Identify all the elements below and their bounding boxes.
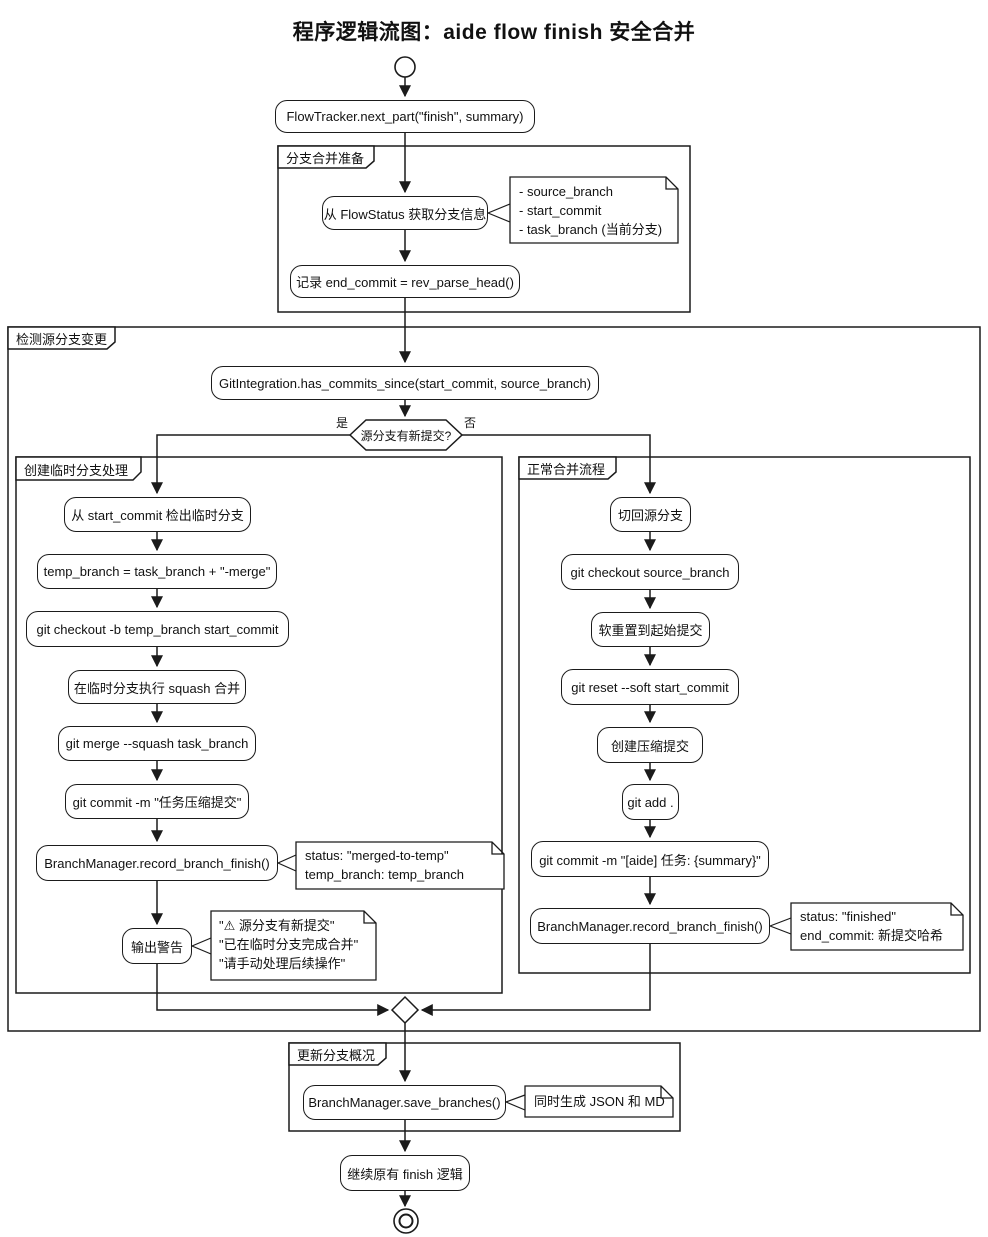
activity-git-checkout-source: git checkout source_branch <box>561 554 739 590</box>
partition-normal-merge-frame <box>518 456 971 974</box>
activity-temp-branch-assign: temp_branch = task_branch + "-merge" <box>37 554 277 589</box>
partition-prepare-frame <box>277 145 691 313</box>
note-line: end_commit: 新提交哈希 <box>800 928 944 943</box>
note-line: - source_branch <box>519 184 613 199</box>
activity-git-reset-soft: git reset --soft start_commit <box>561 669 739 705</box>
activity-get-branch-info: 从 FlowStatus 获取分支信息 <box>322 196 488 230</box>
partition-temp-branch-frame <box>15 456 503 994</box>
activity-squash-on-temp: 在临时分支执行 squash 合并 <box>68 670 246 704</box>
note-branch-info <box>509 176 679 244</box>
decision-hexagon <box>348 419 464 451</box>
note-line: - task_branch (当前分支) <box>519 222 663 237</box>
note-merged-to-temp <box>295 841 505 890</box>
activity-output-warning: 输出警告 <box>122 928 192 964</box>
end-node-inner <box>398 1213 414 1229</box>
decision-yes-label: 是 <box>335 416 348 430</box>
activity-record-end-commit: 记录 end_commit = rev_parse_head() <box>290 265 520 298</box>
note-line: temp_branch: temp_branch <box>305 867 464 882</box>
note-finished-status <box>790 902 964 951</box>
activity-git-add: git add . <box>622 784 679 820</box>
decision-no-label: 否 <box>464 416 477 430</box>
activity-record-finish-temp: BranchManager.record_branch_finish() <box>36 845 278 881</box>
note-line: status: "merged-to-temp" <box>305 848 449 863</box>
note-connectors <box>191 203 792 1111</box>
activity-checkout-temp: 从 start_commit 检出临时分支 <box>64 497 251 532</box>
partition-prepare-label: 分支合并准备 <box>286 151 365 166</box>
start-node <box>394 56 416 78</box>
note-line: status: "finished" <box>800 909 896 924</box>
activity-save-branches: BranchManager.save_branches() <box>303 1085 506 1120</box>
activity-continue-finish: 继续原有 finish 逻辑 <box>340 1155 470 1191</box>
partition-update-overview-frame <box>288 1042 681 1132</box>
partition-detect-tab <box>7 326 116 350</box>
partition-temp-branch-tab <box>15 456 142 481</box>
activity-git-merge-squash: git merge --squash task_branch <box>58 726 256 761</box>
activity-record-finish-normal: BranchManager.record_branch_finish() <box>530 908 770 944</box>
activity-git-checkout-b: git checkout -b temp_branch start_commit <box>26 611 289 647</box>
partition-detect-label: 检测源分支变更 <box>16 332 108 347</box>
partition-detect-frame <box>7 326 981 1032</box>
partition-update-overview-label: 更新分支概况 <box>297 1048 376 1063</box>
partition-temp-branch-label: 创建临时分支处理 <box>24 463 129 478</box>
note-line: 同时生成 JSON 和 MD <box>534 1094 665 1109</box>
note-warning-messages <box>210 910 377 981</box>
activity-has-commits-since: GitIntegration.has_commits_since(start_c… <box>211 366 599 400</box>
note-line: - start_commit <box>519 203 602 218</box>
note-save-output-text: 同时生成 JSON 和 MD <box>534 1092 665 1111</box>
merge-diamond <box>390 995 420 1025</box>
partition-update-overview-tab <box>288 1042 387 1066</box>
partition-normal-merge-tab <box>518 456 617 480</box>
partition-prepare-tab <box>277 145 375 169</box>
activity-git-commit-aide: git commit -m "[aide] 任务: {summary}" <box>531 841 769 877</box>
activity-create-squash-commit: 创建压缩提交 <box>597 727 703 763</box>
note-warning-messages-text: "⚠ 源分支有新提交" "已在临时分支完成合并" "请手动处理后续操作" <box>219 916 358 973</box>
activity-switch-back-source: 切回源分支 <box>610 497 691 532</box>
partition-normal-merge-label: 正常合并流程 <box>527 462 606 477</box>
note-merged-to-temp-text: status: "merged-to-temp" temp_branch: te… <box>305 846 464 884</box>
activity-soft-reset: 软重置到起始提交 <box>591 612 710 647</box>
note-branch-info-text: - source_branch - start_commit - task_br… <box>519 182 662 239</box>
note-finished-status-text: status: "finished" end_commit: 新提交哈希 <box>800 907 943 945</box>
note-save-output <box>524 1085 674 1118</box>
note-line: "⚠ 源分支有新提交" <box>219 918 335 933</box>
activity-git-commit-squash: git commit -m "任务压缩提交" <box>65 784 249 819</box>
note-line: "已在临时分支完成合并" <box>219 937 359 952</box>
activity-flow-tracker-next-part: FlowTracker.next_part("finish", summary) <box>275 100 535 133</box>
flow-edges <box>151 77 656 1208</box>
decision-question: 源分支有新提交? <box>360 428 452 443</box>
page-title: 程序逻辑流图：aide flow finish 安全合并 <box>292 21 696 44</box>
note-line: "请手动处理后续操作" <box>219 956 346 971</box>
